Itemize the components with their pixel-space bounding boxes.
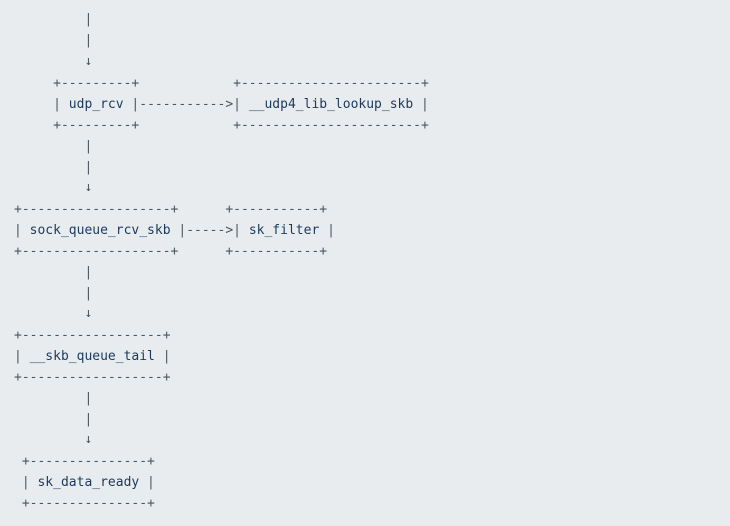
sk-data-ready-box-bottom-border: +---------------+ (14, 496, 155, 511)
skb-queue-tail-box-bottom-border: +------------------+ (14, 370, 171, 385)
sk-data-ready-box-top-border: +---------------+ (14, 454, 155, 469)
udp-rcv-label: udp_rcv (68, 97, 124, 112)
connector-arrow-right: |----->| (170, 223, 249, 238)
sock-queue-box-top-border: +-------------------+ +-----------+ (14, 202, 328, 217)
sk-data-ready-label: sk_data_ready (37, 475, 140, 490)
connector-pipe: | (14, 160, 93, 175)
connector-pipe: | (14, 12, 93, 27)
connector-pipe: | (14, 139, 93, 154)
connector-pipe: | (14, 33, 93, 48)
sk-filter-label: sk_filter (248, 223, 320, 238)
skb-queue-tail-box-top-border: +------------------+ (14, 328, 171, 343)
skb-queue-tail-row: | __skb_queue_tail | (14, 349, 171, 364)
connector-pipe: | (14, 265, 93, 280)
connector-arrow-down: ↓ (14, 54, 93, 69)
connector-pipe: | (14, 286, 93, 301)
sock-queue-box-bottom-border: +-------------------+ +-----------+ (14, 244, 328, 259)
skb-queue-tail-label: __skb_queue_tail (29, 349, 155, 364)
connector-arrow-down: ↓ (14, 432, 93, 447)
sock-queue-rcv-skb-label: sock_queue_rcv_skb (29, 223, 171, 238)
connector-arrow-down: ↓ (14, 180, 93, 195)
sock-queue-row: | sock_queue_rcv_skb |----->| sk_filter … (14, 223, 335, 238)
connector-pipe: | (14, 412, 93, 427)
udp4-lib-lookup-skb-label: __udp4_lib_lookup_skb (248, 97, 414, 112)
connector-pipe: | (14, 391, 93, 406)
udp-rcv-box-top-border: +---------+ +-----------------------+ (14, 76, 429, 91)
udp-rcv-box-bottom-border: +---------+ +-----------------------+ (14, 118, 429, 133)
connector-arrow-down: ↓ (14, 306, 93, 321)
sk-data-ready-row: | sk_data_ready | (14, 475, 155, 490)
udp-rcv-row: | udp_rcv |----------->| __udp4_lib_look… (14, 97, 429, 112)
connector-arrow-right: |----------->| (123, 97, 249, 112)
